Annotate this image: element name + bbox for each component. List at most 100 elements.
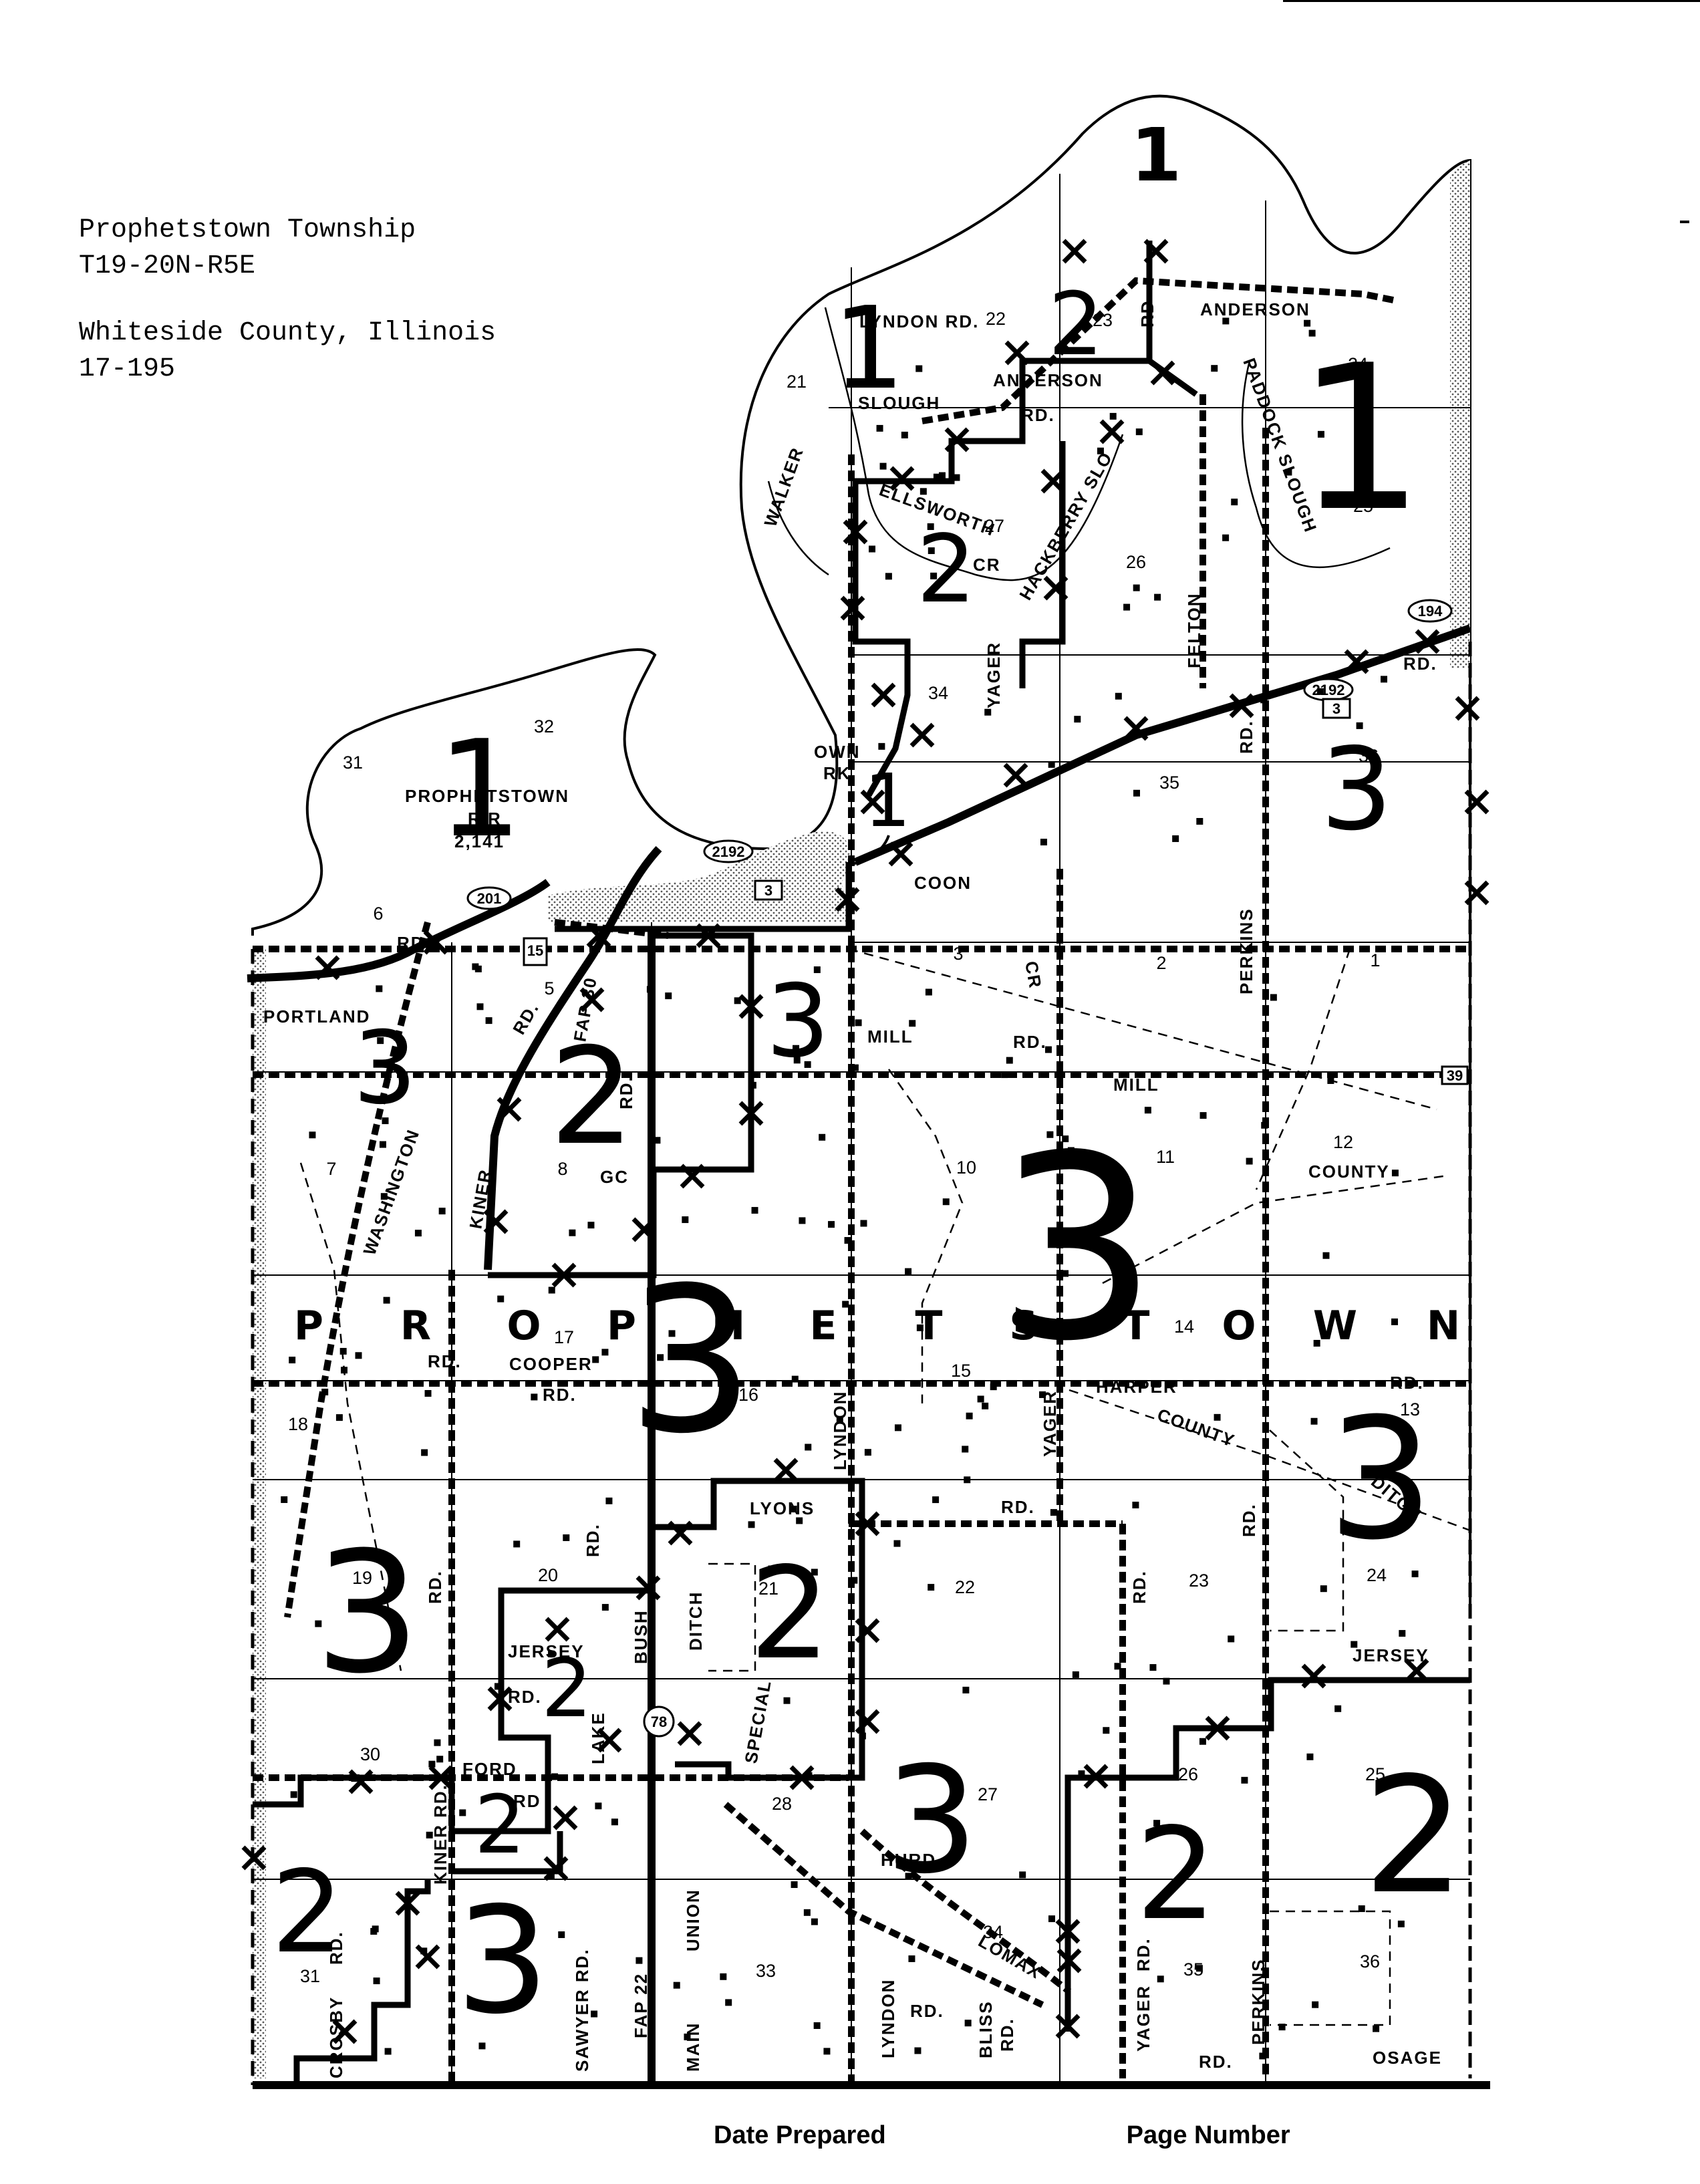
mill-w-label: MILL bbox=[867, 1027, 913, 1047]
yager-s-label: YAGER bbox=[1133, 1985, 1153, 2052]
lyons-rd-label: RD. bbox=[1001, 1497, 1035, 1517]
sec-27: 27 bbox=[978, 1784, 998, 1804]
osage-label: OSAGE bbox=[1373, 2048, 1442, 2068]
town-name: PROPHETSTOWN bbox=[405, 786, 569, 806]
route-shield-2192b: 2192 bbox=[1303, 678, 1354, 702]
ford-label: FORD bbox=[462, 1759, 517, 1779]
date-prepared-label: Date Prepared bbox=[714, 2121, 886, 2149]
crosby-rd-label: RD. bbox=[326, 1931, 346, 1965]
district-2-b: 2 bbox=[916, 515, 976, 624]
district-3-a: 3 bbox=[1320, 724, 1393, 856]
district-2-a: 2 bbox=[1048, 273, 1104, 375]
sec-36: 36 bbox=[1360, 1951, 1380, 1971]
sec-36n: 36 bbox=[1359, 746, 1379, 766]
river-shading bbox=[548, 831, 850, 922]
sec-12: 12 bbox=[1333, 1132, 1353, 1152]
jersey-rd-label: RD. bbox=[508, 1687, 542, 1707]
rd-22-label: RD bbox=[1137, 299, 1157, 327]
bush-label: BUSH bbox=[631, 1609, 651, 1664]
sec-21n: 21 bbox=[787, 372, 807, 392]
perkins-n-label: PERKINS bbox=[1236, 908, 1256, 994]
rd-5-label: RD. bbox=[509, 998, 543, 1038]
sec-7: 7 bbox=[326, 1159, 336, 1179]
town-population: 2,141 bbox=[454, 831, 505, 851]
district-2-e: 2 bbox=[541, 1643, 592, 1736]
sec-35n: 35 bbox=[1159, 773, 1179, 793]
district-2-d: 2 bbox=[750, 1540, 831, 1687]
sec-28: 28 bbox=[772, 1794, 792, 1814]
map-header: Prophetstown Township T19-20N-R5E Whites… bbox=[79, 213, 496, 388]
letter-w: W bbox=[1313, 1303, 1357, 1349]
svg-text:39: 39 bbox=[1447, 1067, 1463, 1084]
sec-14: 14 bbox=[1174, 1317, 1194, 1337]
township-range: T19-20N-R5E bbox=[79, 251, 256, 281]
rd-194-label: RD. bbox=[1403, 654, 1437, 674]
letter-h: H bbox=[712, 1303, 745, 1349]
highways bbox=[247, 624, 1471, 2085]
svg-text:3: 3 bbox=[1332, 700, 1340, 717]
yager-mid-label: YAGER bbox=[1040, 1390, 1060, 1457]
yager-s-rd-label: RD. bbox=[1133, 1937, 1153, 1971]
district-1-e: 1 bbox=[864, 758, 911, 843]
mill-rd-label: RD. bbox=[1013, 1032, 1047, 1052]
park-label-a: OWN bbox=[814, 742, 861, 762]
perkins-s-label: PERKINS bbox=[1248, 1958, 1268, 2045]
kin-rd-label: KINER RD. bbox=[430, 1784, 450, 1885]
rd-35-label: RD. bbox=[1199, 2052, 1233, 2072]
county-12-label: COUNTY bbox=[1308, 1162, 1390, 1182]
sec-20: 20 bbox=[538, 1565, 558, 1585]
route-shield-78: 78 bbox=[643, 1705, 675, 1738]
township-name: Prophetstown Township bbox=[79, 215, 416, 245]
sec-25n: 25 bbox=[1353, 496, 1373, 516]
district-3-i: 3 bbox=[456, 1875, 549, 2046]
cr-label: CR bbox=[973, 555, 1001, 575]
sec-32n: 32 bbox=[534, 716, 554, 736]
svg-text:201: 201 bbox=[477, 890, 502, 907]
harper-label: HARPER bbox=[1096, 1377, 1177, 1397]
sec-27n: 27 bbox=[984, 516, 1004, 536]
hurd-label: HURD bbox=[881, 1850, 936, 1870]
mill-e-label: MILL bbox=[1113, 1075, 1159, 1095]
township-border bbox=[251, 642, 1490, 2089]
sec-24n: 24 bbox=[1348, 354, 1368, 374]
county-ditch-label: COUNTY bbox=[1155, 1404, 1238, 1451]
portland-label: PORTLAND bbox=[263, 1006, 370, 1027]
lyndon-rd-n-label: LYNDON RD. bbox=[859, 311, 979, 331]
township-letters: P R O P H E T S T O W N bbox=[294, 1303, 1460, 1349]
district-3-b: 3 bbox=[766, 964, 829, 1080]
jersey-w-label: JERSEY bbox=[508, 1641, 585, 1661]
west-shading bbox=[253, 949, 266, 2078]
coon-label: COON bbox=[914, 873, 972, 893]
district-3-g: 3 bbox=[314, 1516, 420, 1710]
district-2-c: 2 bbox=[549, 1019, 634, 1175]
portland-rd-label: RD. bbox=[397, 933, 431, 953]
map-code: 17-195 bbox=[79, 354, 176, 384]
town-rr: R R bbox=[468, 809, 502, 829]
district-numbers: 1 1 1 1 1 2 2 2 2 2 2 2 2 2 2 3 3 3 3 3 … bbox=[271, 112, 1465, 2046]
park-label-b: RK bbox=[823, 763, 851, 783]
district-3-h: 3 bbox=[885, 1735, 978, 1906]
jersey-e-label: JERSEY bbox=[1353, 1645, 1429, 1665]
sec-23: 23 bbox=[1189, 1571, 1209, 1591]
rd-19-label: RD. bbox=[425, 1570, 445, 1604]
sec-21: 21 bbox=[758, 1579, 778, 1599]
sec-18: 18 bbox=[288, 1414, 308, 1434]
sec-31: 31 bbox=[300, 1966, 320, 1986]
coon-cr-label: CR bbox=[1021, 960, 1046, 990]
sec-26n: 26 bbox=[1126, 552, 1146, 572]
district-1-b: 1 bbox=[833, 283, 905, 415]
letter-o2: O bbox=[1222, 1303, 1256, 1349]
svg-text:78: 78 bbox=[651, 1714, 667, 1730]
cooper-rd-w-label: RD. bbox=[428, 1351, 462, 1371]
sec-6: 6 bbox=[373, 904, 383, 924]
district-2-i: 2 bbox=[1363, 1742, 1465, 1929]
bliss-label: BLISS bbox=[976, 2000, 996, 2058]
sec-22: 22 bbox=[955, 1577, 975, 1597]
sec-19: 19 bbox=[352, 1568, 372, 1588]
section-numbers: 21 22 23 24 25 26 27 31 32 34 35 36 1 2 … bbox=[288, 309, 1420, 1986]
sec-11: 11 bbox=[1156, 1147, 1175, 1167]
sec-26: 26 bbox=[1178, 1764, 1198, 1784]
sec-31n: 31 bbox=[343, 753, 363, 773]
